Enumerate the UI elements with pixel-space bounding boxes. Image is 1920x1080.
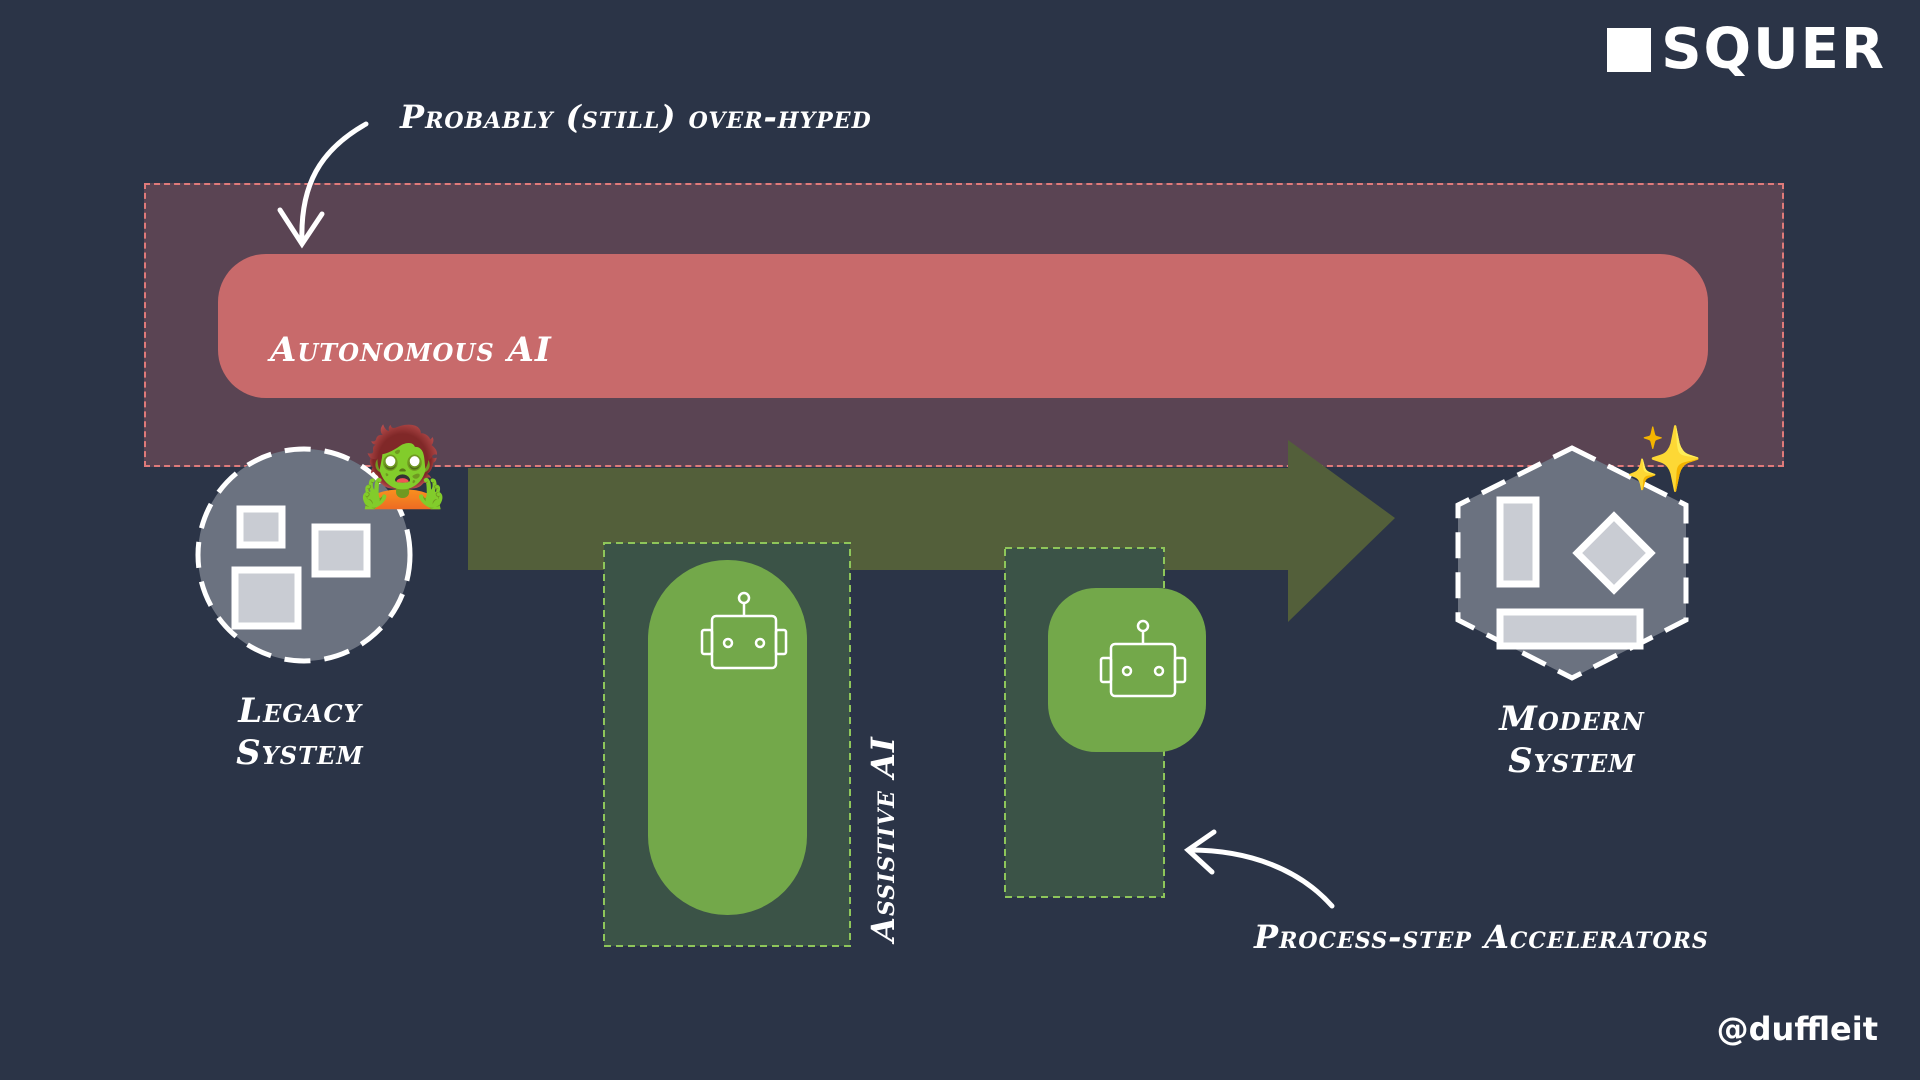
assistive-pill [648, 560, 807, 915]
modern-label-line2: System [1508, 741, 1636, 781]
overhyped-label: Probably (still) over-hyped [400, 98, 872, 136]
flow-arrow [468, 440, 1395, 622]
legacy-label-line1: Legacy [238, 691, 362, 731]
accelerators-label: Process-step Accelerators [1254, 918, 1709, 956]
brand-logo: SQUER [1607, 22, 1886, 78]
assistive-ai-label: Assistive AI [863, 736, 902, 942]
logo-mark-icon [1607, 28, 1652, 72]
author-handle: @duffleit [1716, 1010, 1878, 1048]
legacy-system-label: Legacy System [200, 690, 400, 774]
accelerator-block [1048, 588, 1206, 752]
autonomous-ai-label: Autonomous AI [270, 330, 552, 370]
curved-arrow-icon [277, 121, 369, 249]
legacy-system-icon [195, 446, 413, 664]
modern-system-icon [1455, 445, 1689, 681]
zombie-icon: 🧟 [354, 422, 452, 512]
robot-icon [1099, 619, 1187, 698]
sparkles-icon: ✨ [1624, 423, 1704, 497]
autonomous-ai-bar [218, 254, 1708, 398]
curved-arrow-icon [1184, 829, 1335, 909]
modern-system-label: Modern System [1472, 698, 1672, 782]
brand-name: SQUER [1661, 17, 1886, 82]
modern-label-line1: Modern [1499, 699, 1645, 739]
legacy-label-line2: System [236, 733, 364, 773]
robot-icon [700, 591, 788, 670]
